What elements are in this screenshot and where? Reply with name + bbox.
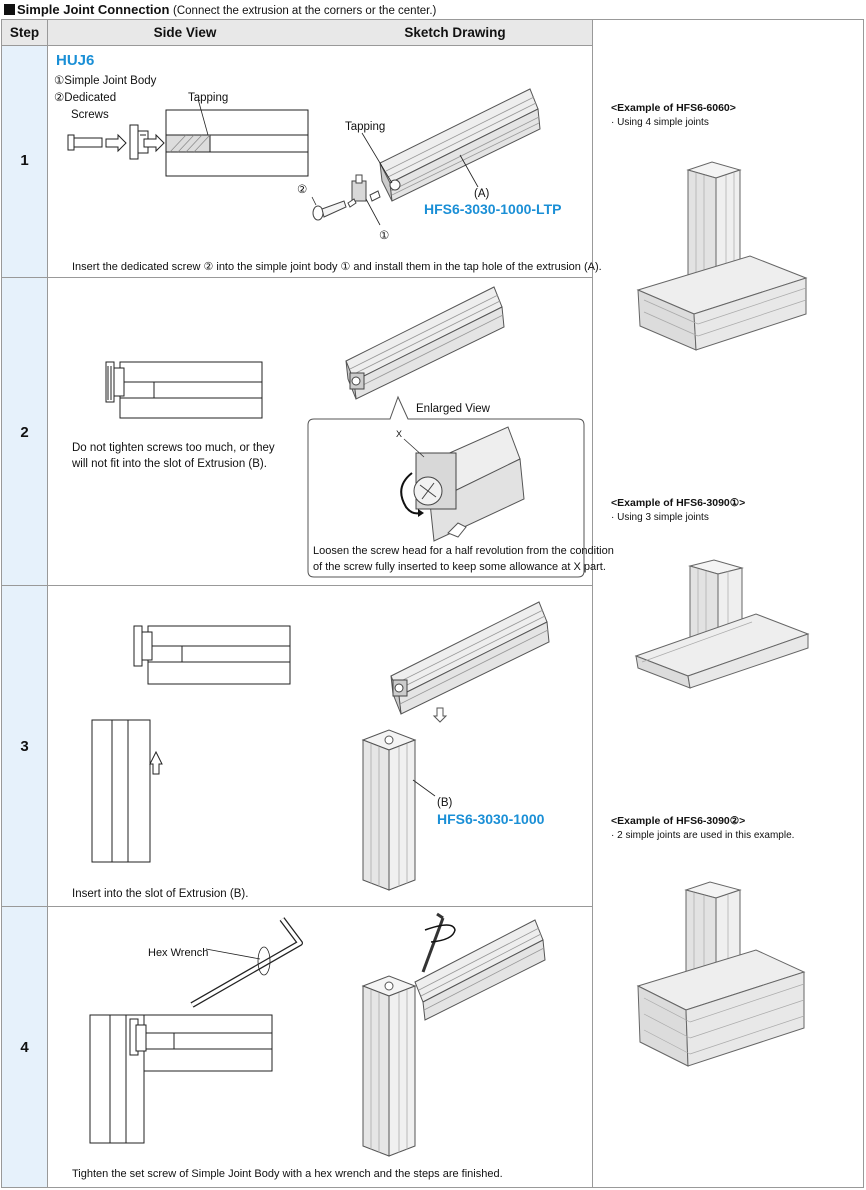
side-view-drawing-2	[105, 361, 263, 419]
example-title-3: <Example of HFS6-3090②>	[611, 815, 746, 827]
x-mark-label: X	[396, 429, 403, 439]
title-bold: Simple Joint Connection	[17, 2, 170, 17]
sketch-drawing-2	[345, 286, 505, 400]
divider	[1, 277, 593, 278]
circle-1-label: ①	[379, 230, 390, 242]
enlarged-view-label: Enlarged View	[416, 403, 490, 415]
table-header-row	[2, 20, 592, 45]
example-image-1	[636, 161, 808, 351]
example-title-1: <Example of HFS6-6060>	[611, 102, 736, 114]
step4-caption: Tighten the set screw of Simple Joint Bo…	[72, 1168, 503, 1180]
side-view-drawing-4	[89, 917, 303, 1144]
step2-note-1: Loosen the screw head for a half revolut…	[313, 545, 614, 557]
model-a: HFS6-3030-1000-LTP	[424, 201, 562, 217]
hex-wrench-label: Hex Wrench	[148, 947, 209, 959]
step-number-3: 3	[20, 738, 29, 755]
divider	[592, 20, 593, 1188]
square-bullet-icon	[4, 4, 15, 15]
side-view-drawing-3b	[91, 719, 163, 863]
example-sub-2: · Using 3 simple joints	[611, 512, 709, 523]
example-image-3	[636, 881, 806, 1067]
divider	[47, 20, 48, 1188]
part-label-screws-2: Screws	[71, 109, 109, 121]
step-cell-1	[2, 46, 47, 277]
enlarged-view-box	[307, 395, 585, 578]
sketch-drawing-4	[361, 912, 546, 1157]
step2-caption-1: Do not tighten screws too much, or they	[72, 442, 275, 454]
side-view-drawing-3a	[133, 625, 291, 685]
step3-caption: Insert into the slot of Extrusion (B).	[72, 888, 249, 900]
extrusion-a-label: (A)	[474, 188, 490, 200]
divider	[1, 906, 593, 907]
example-title-2: <Example of HFS6-3090①>	[611, 497, 746, 509]
step-number-1: 1	[20, 152, 29, 169]
step2-caption-2: will not fit into the slot of Extrusion …	[72, 458, 267, 470]
step1-caption: Insert the dedicated screw ② into the si…	[72, 261, 602, 273]
step-cell-3	[2, 586, 47, 906]
title-note: (Connect the extrusion at the corners or…	[173, 5, 437, 17]
part-label-screws: ②Dedicated	[54, 92, 117, 104]
divider	[1, 45, 593, 46]
example-image-2	[634, 559, 810, 689]
sketch-drawing-3	[361, 601, 550, 891]
col-header-step: Step	[9, 25, 40, 40]
side-tapping-label: Tapping	[188, 92, 229, 104]
col-header-sketch: Sketch Drawing	[404, 25, 506, 40]
side-view-drawing-1	[67, 98, 309, 177]
example-sub-1: · Using 4 simple joints	[611, 117, 709, 128]
page-title: Simple Joint Connection (Connect the ext…	[4, 2, 436, 17]
model-b: HFS6-3030-1000	[437, 811, 545, 827]
steps-table	[1, 19, 864, 1188]
col-header-side-view: Side View	[153, 25, 217, 40]
step-cell-2	[2, 278, 47, 585]
extrusion-b-label: (B)	[437, 797, 453, 809]
step2-note-2: of the screw fully inserted to keep some…	[313, 561, 606, 573]
circle-2-label: ②	[297, 184, 308, 196]
product-code-huj6: HUJ6	[56, 52, 95, 69]
step-cell-4	[2, 907, 47, 1187]
example-sub-3: · 2 simple joints are used in this examp…	[611, 830, 795, 841]
step-number-2: 2	[20, 424, 29, 441]
sketch-tapping-label: Tapping	[345, 121, 386, 133]
divider	[1, 585, 593, 586]
step-number-4: 4	[20, 1039, 29, 1056]
part-label-joint-body: ①Simple Joint Body	[54, 75, 157, 87]
sketch-drawing-1	[311, 88, 541, 226]
